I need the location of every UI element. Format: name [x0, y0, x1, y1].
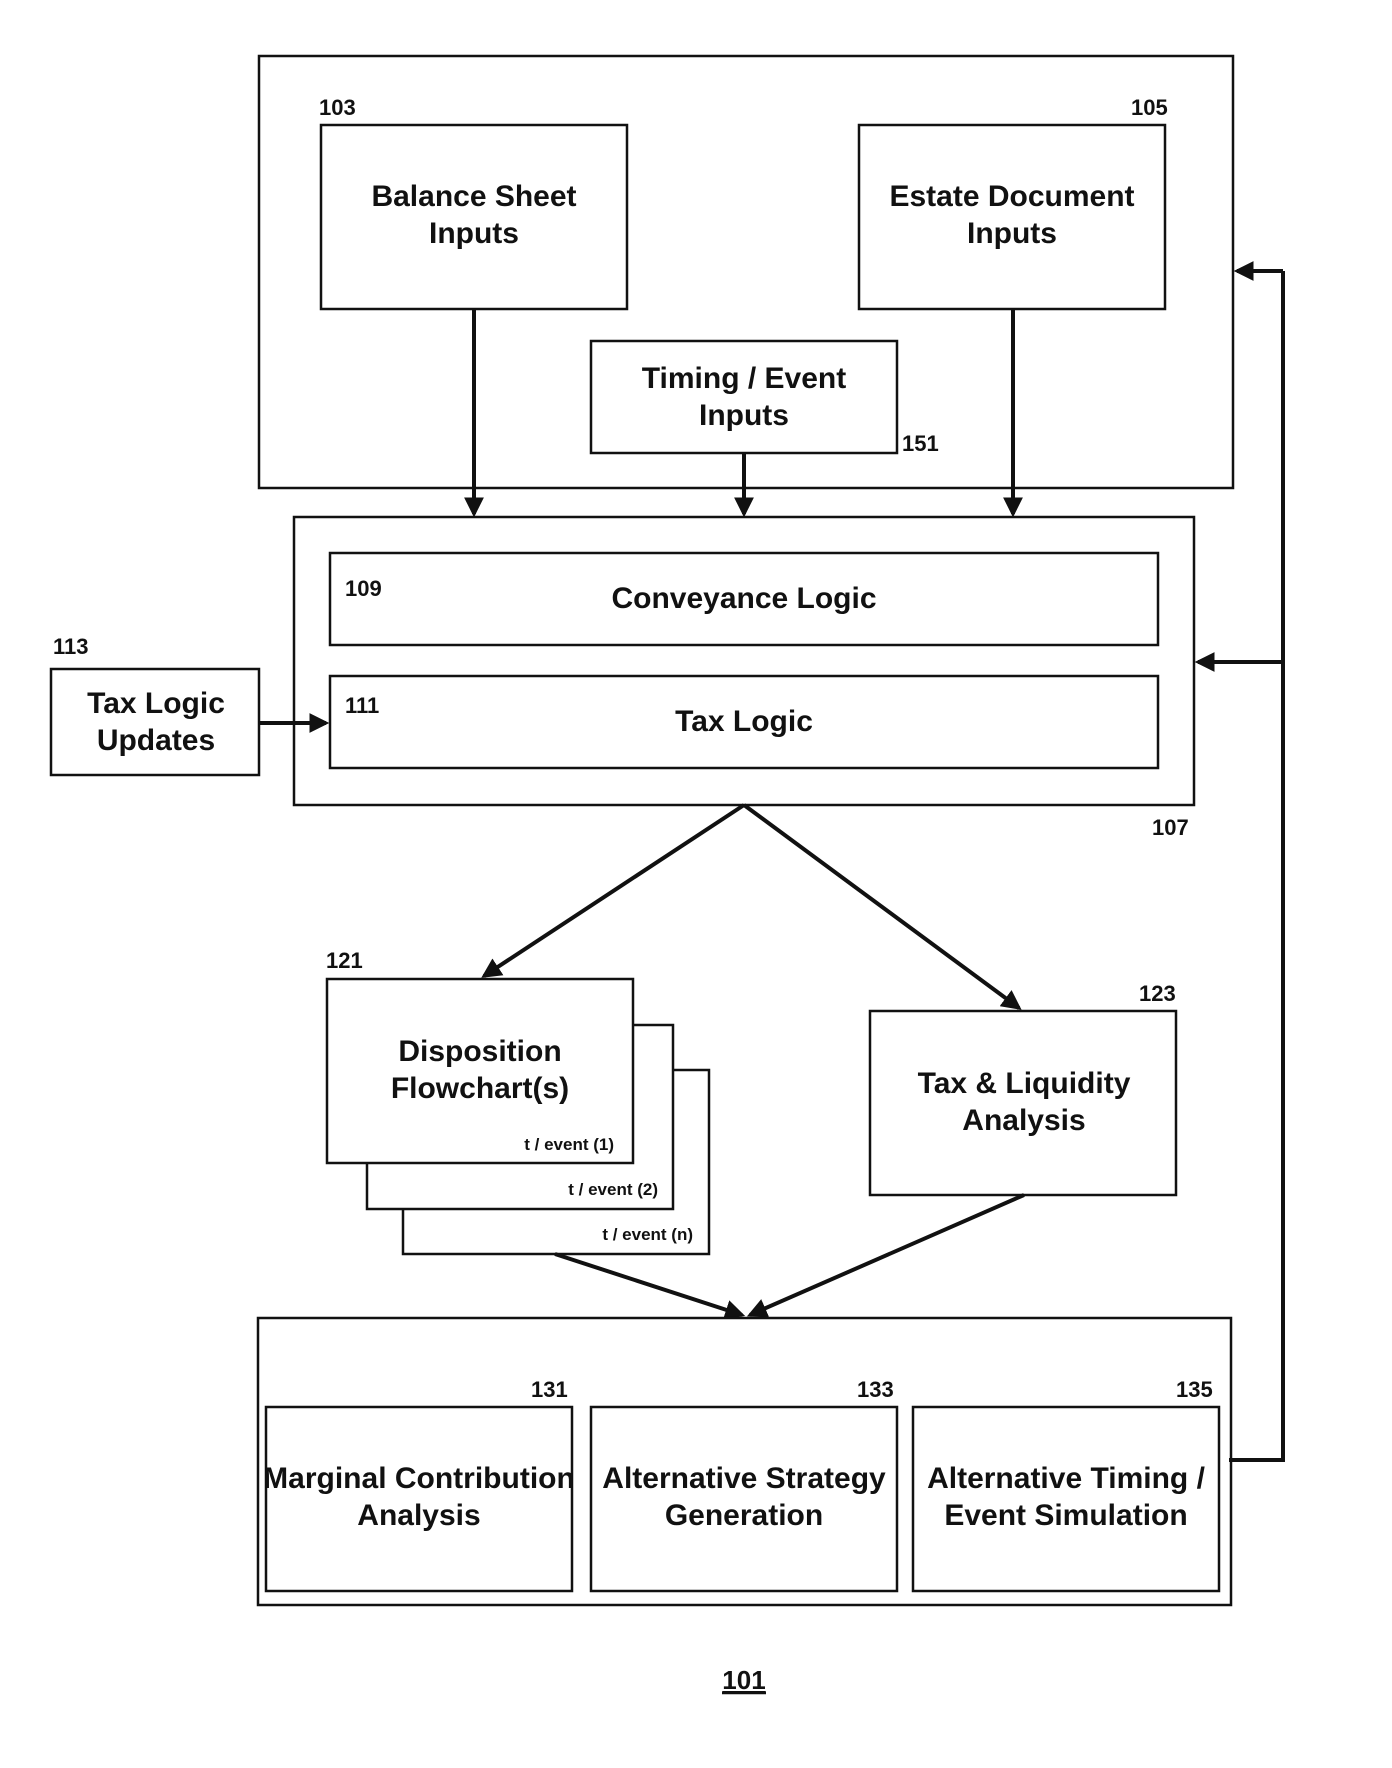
tax-logic-updates-label-line1: Tax Logic [87, 687, 225, 720]
timing-event-label-line2: Inputs [699, 399, 789, 432]
estate-document-label-line2: Inputs [967, 217, 1057, 250]
estate-document-inputs-node: 105 Estate Document Inputs [859, 95, 1168, 309]
tax-logic-updates-ref: 113 [53, 634, 89, 659]
alternative-strategy-label-line2: Generation [665, 1499, 823, 1532]
estate-document-ref: 105 [1131, 95, 1168, 120]
disposition-event-1: t / event (1) [524, 1135, 614, 1154]
timing-event-label-line1: Timing / Event [642, 362, 846, 395]
tax-liquidity-ref: 123 [1139, 981, 1176, 1006]
tax-logic-label: Tax Logic [675, 705, 813, 738]
conveyance-logic-ref: 109 [345, 576, 382, 601]
arrow-tax-liquidity-to-analysis [750, 1195, 1024, 1315]
tax-liquidity-label-line2: Analysis [962, 1104, 1085, 1137]
marginal-contribution-label-line2: Analysis [357, 1499, 480, 1532]
alternative-timing-ref: 135 [1176, 1377, 1213, 1402]
tax-logic-updates-node: 113 Tax Logic Updates [51, 634, 259, 775]
disposition-ref: 121 [326, 948, 363, 973]
tax-logic-updates-box [51, 669, 259, 775]
conveyance-logic-label: Conveyance Logic [611, 582, 876, 615]
timing-event-inputs-node: 151 Timing / Event Inputs [591, 341, 939, 456]
tax-liquidity-analysis-node: 123 Tax & Liquidity Analysis [870, 981, 1176, 1195]
disposition-event-n: t / event (n) [602, 1225, 693, 1244]
balance-sheet-ref: 103 [319, 95, 356, 120]
arrow-disposition-to-analysis [555, 1254, 742, 1315]
tax-logic-ref: 111 [345, 693, 379, 718]
marginal-contribution-ref: 131 [531, 1377, 568, 1402]
arrow-logic-to-tax-liquidity [744, 805, 1019, 1008]
marginal-contribution-node: 131 Marginal Contribution Analysis [263, 1377, 575, 1591]
logic-engine-node: 107 109 Conveyance Logic 111 Tax Logic [294, 517, 1194, 840]
feedback-loop-line [1229, 271, 1283, 1460]
disposition-label-line2: Flowchart(s) [391, 1072, 569, 1105]
estate-document-label-line1: Estate Document [889, 180, 1134, 213]
marginal-contribution-label-line1: Marginal Contribution [263, 1462, 575, 1495]
disposition-label-line1: Disposition [398, 1035, 561, 1068]
alternative-timing-label-line1: Alternative Timing / [927, 1462, 1206, 1495]
figure-number: 101 [722, 1665, 765, 1695]
tax-liquidity-analysis-box [870, 1011, 1176, 1195]
alternative-strategy-node: 133 Alternative Strategy Generation [591, 1377, 897, 1591]
balance-sheet-label-line2: Inputs [429, 217, 519, 250]
timing-event-inputs-box [591, 341, 897, 453]
alternative-timing-node: 135 Alternative Timing / Event Simulatio… [913, 1377, 1219, 1591]
disposition-flowcharts-node: t / event (n) t / event (2) t / event (1… [326, 948, 709, 1254]
balance-sheet-inputs-node: 103 Balance Sheet Inputs [319, 95, 627, 309]
alternative-strategy-ref: 133 [857, 1377, 894, 1402]
disposition-event-2: t / event (2) [568, 1180, 658, 1199]
arrow-logic-to-disposition [484, 805, 744, 976]
alternative-strategy-label-line1: Alternative Strategy [602, 1462, 886, 1495]
logic-engine-ref: 107 [1152, 815, 1189, 840]
alternative-timing-label-line2: Event Simulation [944, 1499, 1187, 1532]
tax-liquidity-label-line1: Tax & Liquidity [918, 1067, 1131, 1100]
timing-event-ref: 151 [902, 431, 939, 456]
balance-sheet-label-line1: Balance Sheet [371, 180, 576, 213]
tax-logic-updates-label-line2: Updates [97, 724, 215, 757]
